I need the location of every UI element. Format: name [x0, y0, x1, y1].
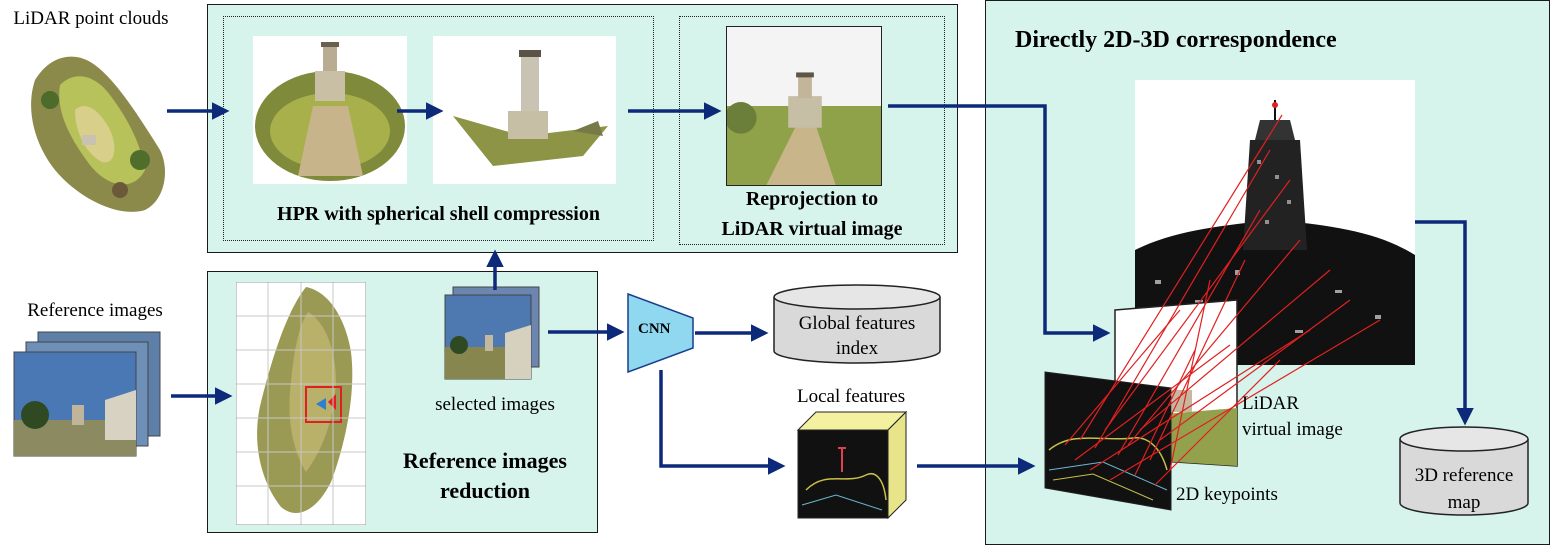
reduction-label-line2: reduction [439, 478, 531, 503]
hpr-label: HPR with spherical shell compression [277, 203, 600, 225]
global-features-cylinder [773, 284, 941, 364]
reprojection-label-line2: LiDAR virtual image [721, 218, 903, 240]
reference-images-stack [13, 331, 161, 457]
selected-images-stack [444, 286, 540, 380]
hpr-dotted-box [223, 16, 654, 241]
hpr-spherical-image [253, 36, 407, 184]
2d-keypoints-label: 2D keypoints [1176, 484, 1278, 505]
lidar-point-clouds-label: LiDAR point clouds [13, 8, 169, 29]
cnn-block [627, 293, 694, 373]
global-features-label-line2: index [835, 338, 879, 359]
cnn-label: CNN [638, 321, 671, 337]
reference-images-label: Reference images [27, 300, 163, 321]
hpr-compressed-image [433, 36, 616, 184]
3d-reference-map-label-line1: 3D reference [1414, 465, 1514, 486]
local-features-cube [796, 410, 908, 520]
selected-images-label: selected images [435, 394, 555, 415]
lidar-point-cloud-image [31, 56, 166, 212]
3d-reference-map-cylinder [1399, 426, 1529, 516]
lidar-virtual-image-label-line2: virtual image [1242, 419, 1343, 440]
grid-map-image [236, 282, 366, 525]
reprojection-label-line1: Reprojection to [745, 188, 879, 210]
lidar-virtual-image-label-line1: LiDAR [1242, 393, 1299, 414]
lidar-virtual-image-photo [726, 26, 882, 186]
global-features-label-line1: Global features [798, 313, 916, 334]
reduction-label-line1: Reference images [403, 448, 567, 473]
local-features-label: Local features [797, 386, 906, 407]
correspondence-title: Directly 2D-3D correspondence [1015, 27, 1337, 53]
3d-reference-map-label-line2: map [1447, 492, 1481, 513]
reprojection-dotted-box [679, 16, 945, 245]
